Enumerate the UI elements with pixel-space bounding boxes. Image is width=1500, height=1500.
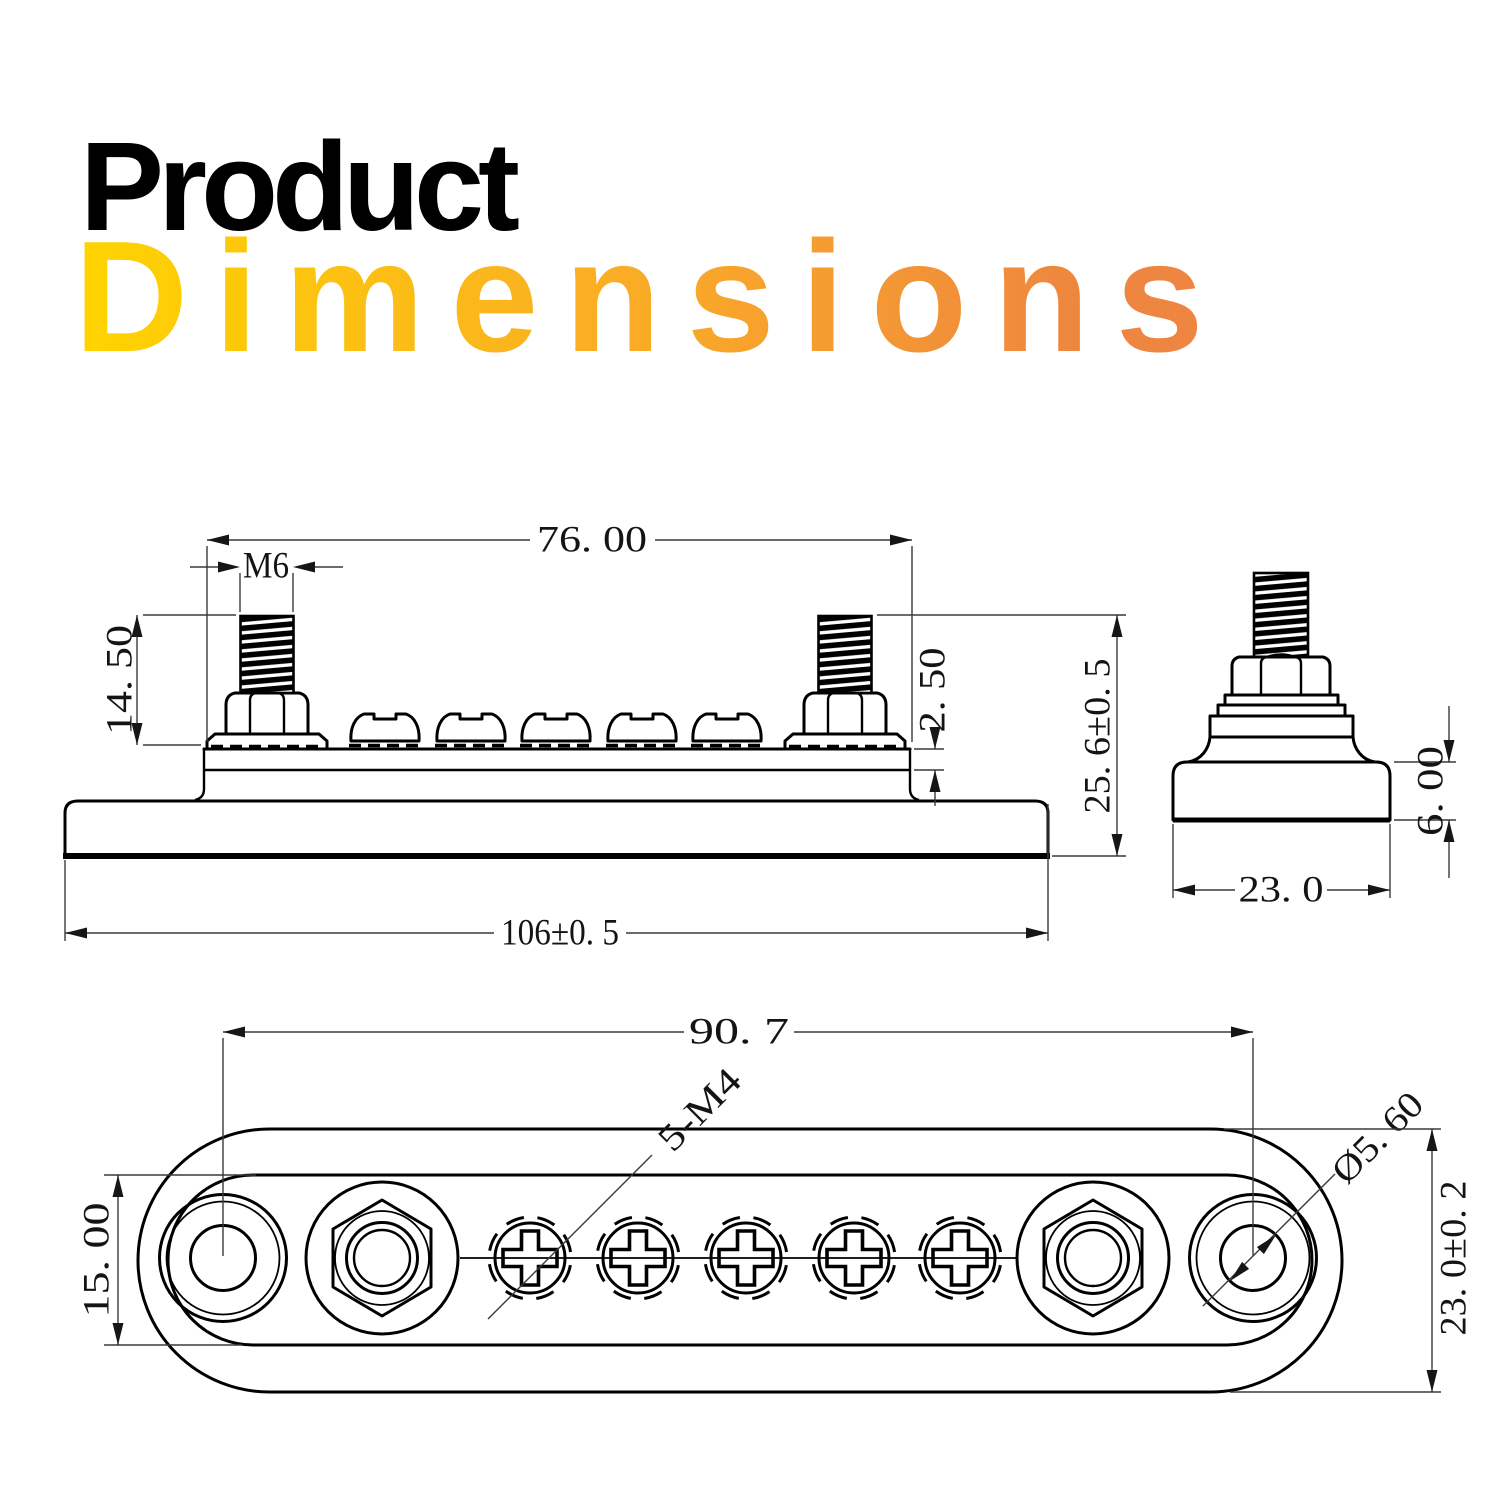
svg-text:106±0. 5: 106±0. 5 xyxy=(501,913,619,954)
terminal-cap xyxy=(518,712,594,748)
svg-text:23. 0: 23. 0 xyxy=(1239,870,1324,911)
title-block: Dimensions Product xyxy=(0,0,1500,400)
svg-text:M6: M6 xyxy=(243,546,289,587)
dimension-plate-height: 15. 00 xyxy=(77,1174,256,1346)
svg-text:2. 50: 2. 50 xyxy=(913,648,954,733)
svg-text:90. 7: 90. 7 xyxy=(689,1012,789,1053)
dimension-plate-width: 76. 00 xyxy=(206,520,913,742)
dimension-total-height: 25. 6±0. 5 xyxy=(877,614,1126,857)
dimension-overall-height: 23. 0±0. 2 xyxy=(1224,1128,1475,1393)
svg-text:14. 50: 14. 50 xyxy=(100,625,141,735)
dimension-thread-size: M6 xyxy=(190,546,343,612)
svg-text:23. 0±0. 2: 23. 0±0. 2 xyxy=(1434,1181,1475,1336)
dimension-stud-height: 14. 50 xyxy=(100,614,236,746)
svg-text:25. 6±0. 5: 25. 6±0. 5 xyxy=(1078,659,1119,814)
dimension-base-width: 23. 0 xyxy=(1172,824,1391,911)
dimension-overall-width: 106±0. 5 xyxy=(64,804,1049,954)
dimension-base-height: 6. 00 xyxy=(1394,706,1456,878)
terminal-cap xyxy=(347,712,423,748)
terminal-cap xyxy=(604,712,680,748)
svg-text:Ø5. 60: Ø5. 60 xyxy=(1324,1084,1432,1192)
side-view: 6. 00 23. 0 xyxy=(1171,571,1456,911)
svg-text:76. 00: 76. 00 xyxy=(537,520,647,561)
terminal-cap xyxy=(433,712,509,748)
terminal-cap xyxy=(689,712,765,748)
stud-bolt-right xyxy=(783,614,907,751)
page-title-dimensions: Dimensions xyxy=(74,209,1230,385)
dimension-hole-center-distance: 90. 7 xyxy=(222,1012,1254,1256)
page-title-product: Product xyxy=(80,116,520,257)
svg-text:15. 00: 15. 00 xyxy=(77,1203,118,1318)
top-view: 90. 7 15. 00 5-M4 Ø5. 60 xyxy=(77,1012,1475,1394)
dimension-plate-thickness: 2. 50 xyxy=(913,648,954,806)
stud-bolt-left xyxy=(205,614,329,751)
front-view: 76. 00 M6 14. 50 xyxy=(63,520,1126,954)
svg-text:6. 00: 6. 00 xyxy=(1411,746,1452,836)
